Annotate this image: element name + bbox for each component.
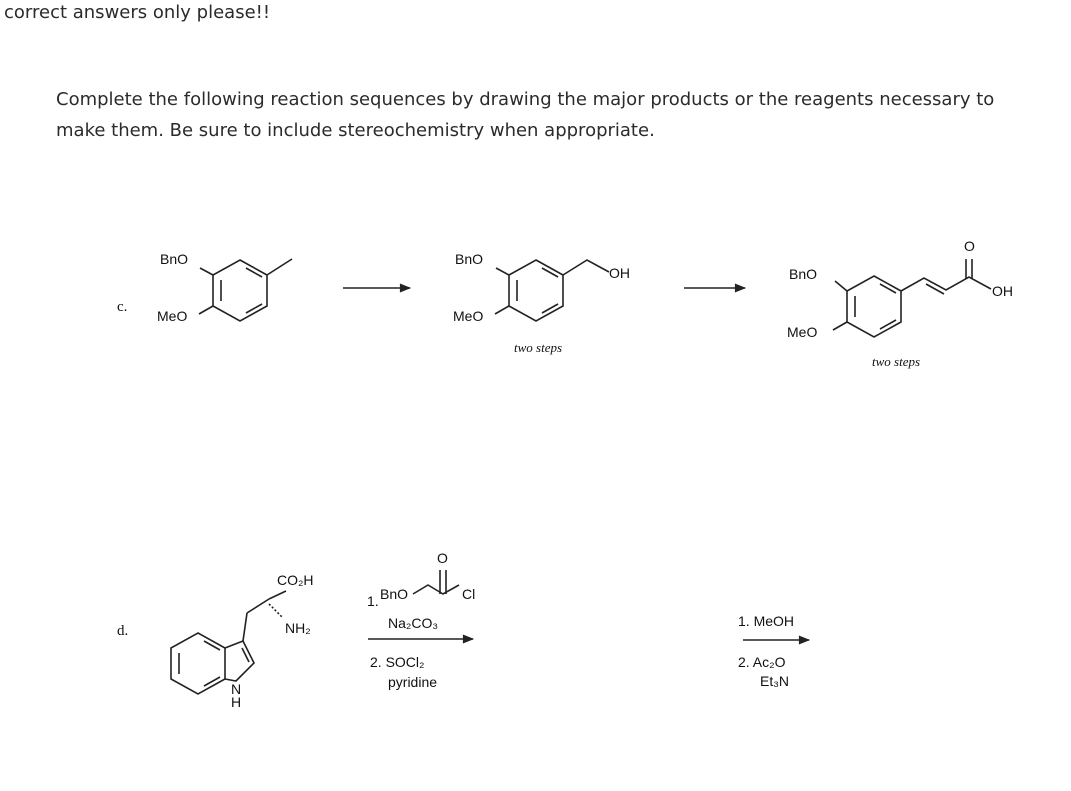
part-d-label: d. [117,623,128,639]
bno-label: BnO [789,266,817,282]
carbonyl-o-label: O [437,550,448,566]
bno-label: BnO [455,251,483,267]
nh2-label: NH₂ [285,620,311,636]
part-d-reagents-2: 1. MeOH 2. Ac₂O Et₃N [738,613,811,689]
part-d-reagents-1: 1. BnO O Cl Na₂CO₃ 2. SOCl₂ pyridine [367,550,475,690]
socl2-label: 2. SOCl₂ [370,654,424,670]
request-note: correct answers only please!! [4,2,271,23]
pyridine-label: pyridine [388,674,437,690]
indole-pyrrole-ring [224,639,255,682]
part-c-intermediate: BnO MeO OH two steps [453,251,630,355]
bno-label: BnO [380,586,408,602]
part-c-starting-material: BnO MeO [157,251,293,324]
et3n-label: Et₃N [760,673,789,689]
part-c-label: c. [117,299,127,315]
meo-label: MeO [453,308,483,324]
carbonyl-o-label: O [964,238,975,254]
cl-label: Cl [462,586,475,602]
oh-label: OH [992,283,1013,299]
ac2o-label: 2. Ac₂O [738,654,786,670]
bno-label: BnO [160,251,188,267]
part-c-product: BnO MeO O OH two steps [787,238,1013,369]
co2h-label: CO₂H [277,572,314,588]
meo-label: MeO [787,324,817,340]
na2co3-label: Na₂CO₃ [388,615,438,631]
meoh-label: 1. MeOH [738,613,794,629]
step-note-two-steps: two steps [872,354,920,369]
instructions-text: Complete the following reaction sequence… [56,89,995,141]
reagent-step-number: 1. [367,593,379,609]
ch2-bond [242,612,248,642]
part-d-starting-material: CO₂H NH₂ N H [170,572,314,710]
indole-h-label: H [231,694,241,710]
oh-label: OH [609,265,630,281]
indole-n-label: N [231,681,241,697]
methyl-bond [266,258,293,276]
step-note-two-steps: two steps [514,340,562,355]
meo-label: MeO [157,308,187,324]
